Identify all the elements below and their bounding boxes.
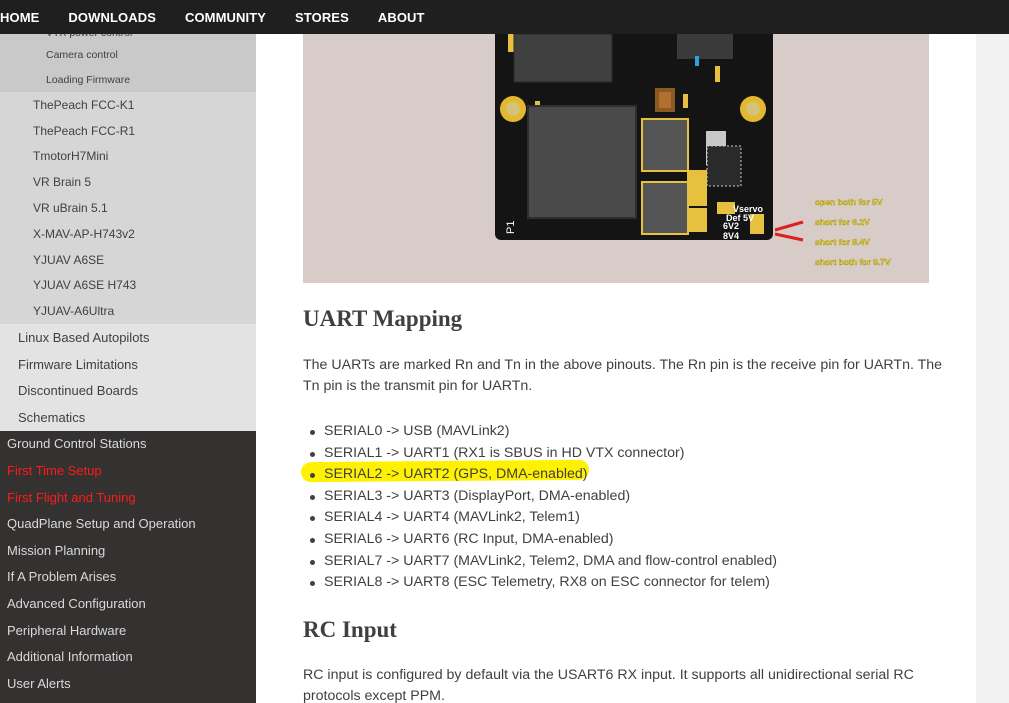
sidebar-item-user-alerts[interactable]: User Alerts bbox=[7, 675, 71, 691]
uart-intro-paragraph: The UARTs are marked Rn and Tn in the ab… bbox=[303, 357, 943, 394]
sidebar-item-vr-brain-5[interactable]: VR Brain 5 bbox=[33, 175, 92, 190]
sidebar-item-advanced-config[interactable]: Advanced Configuration bbox=[7, 595, 146, 611]
nav-downloads[interactable]: DOWNLOADS bbox=[68, 9, 156, 25]
sidebar-item-first-time-setup[interactable]: First Time Setup bbox=[7, 462, 102, 478]
board-label-def5v: Def 5V bbox=[726, 213, 754, 223]
sidebar-item-yjuav-a6se[interactable]: YJUAV A6SE bbox=[33, 252, 105, 267]
sidebar-item-yjuav-a6se-h743[interactable]: YJUAV A6SE H743 bbox=[33, 278, 137, 293]
board-label-vservo: Vservo bbox=[733, 204, 764, 214]
list-item-highlighted: SERIAL2 -> UART2 (GPS, DMA-enabled) bbox=[309, 464, 777, 486]
nav-community[interactable]: COMMUNITY bbox=[184, 9, 267, 25]
sidebar-item-peripheral-hardware[interactable]: Peripheral Hardware bbox=[7, 622, 127, 638]
board-note-6v2: short for 6.2V bbox=[815, 217, 870, 227]
top-nav: HOME DOWNLOADS COMMUNITY STORES ABOUT bbox=[0, 0, 1009, 34]
board-note-8v4: short for 8.4V bbox=[815, 237, 870, 247]
rc-intro-paragraph: RC input is configured by default via th… bbox=[303, 667, 914, 703]
sidebar-item-mission-planning[interactable]: Mission Planning bbox=[7, 542, 106, 558]
board-note-9v7: short both for 9.7V bbox=[815, 257, 891, 267]
sidebar-item-additional-info[interactable]: Additional Information bbox=[7, 649, 133, 665]
board-label-8v4: 8V4 bbox=[723, 231, 739, 241]
list-item: SERIAL4 -> UART4 (MAVLink2, Telem1) bbox=[309, 507, 777, 529]
sidebar-level3-group: VTX power control Camera control Loading… bbox=[0, 34, 256, 92]
sidebar-nav: VTX power control Camera control Loading… bbox=[0, 34, 256, 703]
uart-mapping-heading: UART Mapping bbox=[303, 306, 463, 331]
board-pinout-image: P1 Vservo Def 5V 6V2 8V4 open both for 5… bbox=[303, 34, 929, 283]
nav-about[interactable]: ABOUT bbox=[377, 9, 425, 25]
sidebar-item-vr-ubrain-51[interactable]: VR uBrain 5.1 bbox=[33, 201, 108, 216]
scroll-gutter bbox=[976, 34, 1009, 703]
list-item: SERIAL0 -> USB (MAVLink2) bbox=[309, 421, 777, 443]
sidebar-item-ground-control[interactable]: Ground Control Stations bbox=[7, 436, 147, 452]
sidebar-item-firmware-limitations[interactable]: Firmware Limitations bbox=[18, 356, 138, 372]
sidebar-item-discontinued-boards[interactable]: Discontinued Boards bbox=[18, 383, 138, 399]
board-graphic: P1 Vservo Def 5V 6V2 8V4 open both for 5… bbox=[495, 34, 891, 267]
sidebar-level2-group: ThePeach FCC-K1 ThePeach FCC-R1 TmotorH7… bbox=[0, 92, 256, 325]
main-content: P1 Vservo Def 5V 6V2 8V4 open both for 5… bbox=[256, 34, 976, 703]
sidebar-item-schematics[interactable]: Schematics bbox=[18, 409, 86, 425]
board-label-p1: P1 bbox=[505, 221, 517, 234]
sidebar-item-problem-arises[interactable]: If A Problem Arises bbox=[7, 569, 117, 585]
list-item: SERIAL3 -> UART3 (DisplayPort, DMA-enabl… bbox=[309, 486, 777, 508]
sidebar-level1-group: Linux Based Autopilots Firmware Limitati… bbox=[0, 324, 256, 431]
sidebar-item-loading-firmware[interactable]: Loading Firmware bbox=[46, 73, 131, 86]
sidebar-item-thepeach-k1[interactable]: ThePeach FCC-K1 bbox=[33, 97, 135, 112]
sidebar-item-yjuav-a6ultra[interactable]: YJUAV-A6Ultra bbox=[33, 304, 115, 319]
nav-home[interactable]: HOME bbox=[0, 9, 40, 25]
board-label-6v2: 6V2 bbox=[723, 221, 739, 231]
sidebar-item-x-mav[interactable]: X-MAV-AP-H743v2 bbox=[33, 226, 135, 241]
sidebar-item-quadplane[interactable]: QuadPlane Setup and Operation bbox=[7, 516, 196, 532]
list-item: SERIAL7 -> UART7 (MAVLink2, Telem2, DMA … bbox=[309, 551, 777, 573]
sidebar-item-first-flight[interactable]: First Flight and Tuning bbox=[7, 489, 136, 505]
list-item: SERIAL8 -> UART8 (ESC Telemetry, RX8 on … bbox=[309, 572, 777, 594]
nav-stores[interactable]: STORES bbox=[295, 9, 349, 25]
sidebar-item-tmotorh7mini[interactable]: TmotorH7Mini bbox=[33, 149, 109, 164]
sidebar-item-thepeach-r1[interactable]: ThePeach FCC-R1 bbox=[33, 123, 136, 138]
sidebar-level0-group: Ground Control Stations First Time Setup… bbox=[0, 431, 256, 697]
sidebar-item-camera-control[interactable]: Camera control bbox=[46, 49, 118, 62]
list-item: SERIAL1 -> UART1 (RX1 is SBUS in HD VTX … bbox=[309, 443, 777, 465]
rc-input-heading: RC Input bbox=[303, 617, 397, 642]
sidebar-item-linux-autopilots[interactable]: Linux Based Autopilots bbox=[18, 329, 150, 345]
board-note-5v: open both for 5V bbox=[815, 197, 883, 207]
sidebar-item-vtx-power-control[interactable]: VTX power control bbox=[0, 34, 256, 43]
serial-list: SERIAL0 -> USB (MAVLink2) SERIAL1 -> UAR… bbox=[309, 421, 777, 594]
list-item: SERIAL6 -> UART6 (RC Input, DMA-enabled) bbox=[309, 529, 777, 551]
